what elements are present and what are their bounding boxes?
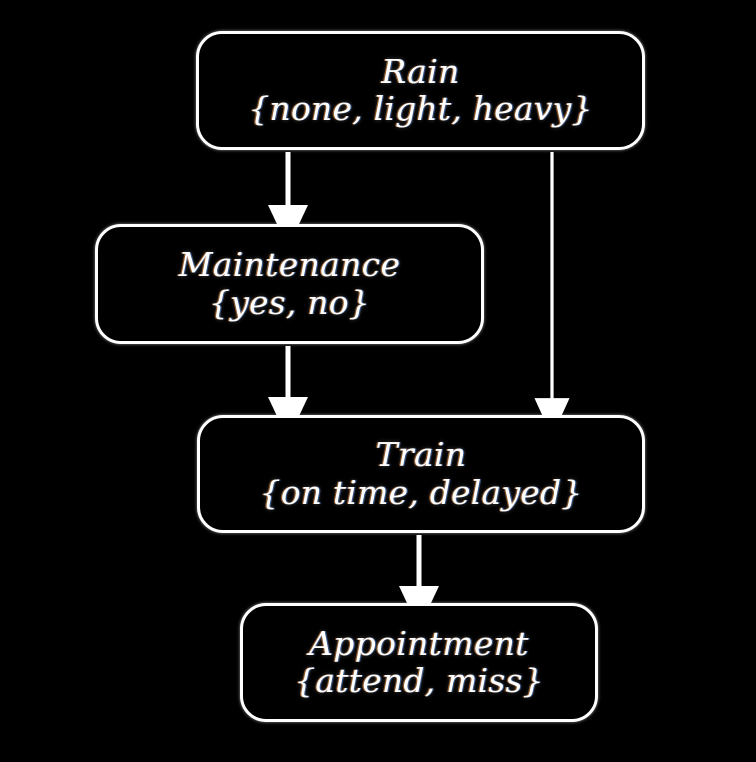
node-maintenance[interactable]: Maintenance {yes, no}: [95, 224, 484, 344]
node-appointment-name: Appointment: [309, 623, 529, 663]
node-maintenance-states: {yes, no}: [209, 282, 370, 322]
node-rain-states: {none, light, heavy}: [248, 89, 593, 128]
node-train[interactable]: Train {on time, delayed}: [197, 415, 645, 533]
node-train-name: Train: [375, 435, 467, 475]
node-appointment-states: {attend, miss}: [294, 661, 544, 700]
node-train-states: {on time, delayed}: [259, 472, 583, 512]
node-maintenance-name: Maintenance: [178, 245, 401, 285]
node-rain[interactable]: Rain {none, light, heavy}: [196, 31, 645, 150]
node-appointment[interactable]: Appointment {attend, miss}: [240, 603, 598, 722]
node-rain-name: Rain: [381, 51, 460, 91]
